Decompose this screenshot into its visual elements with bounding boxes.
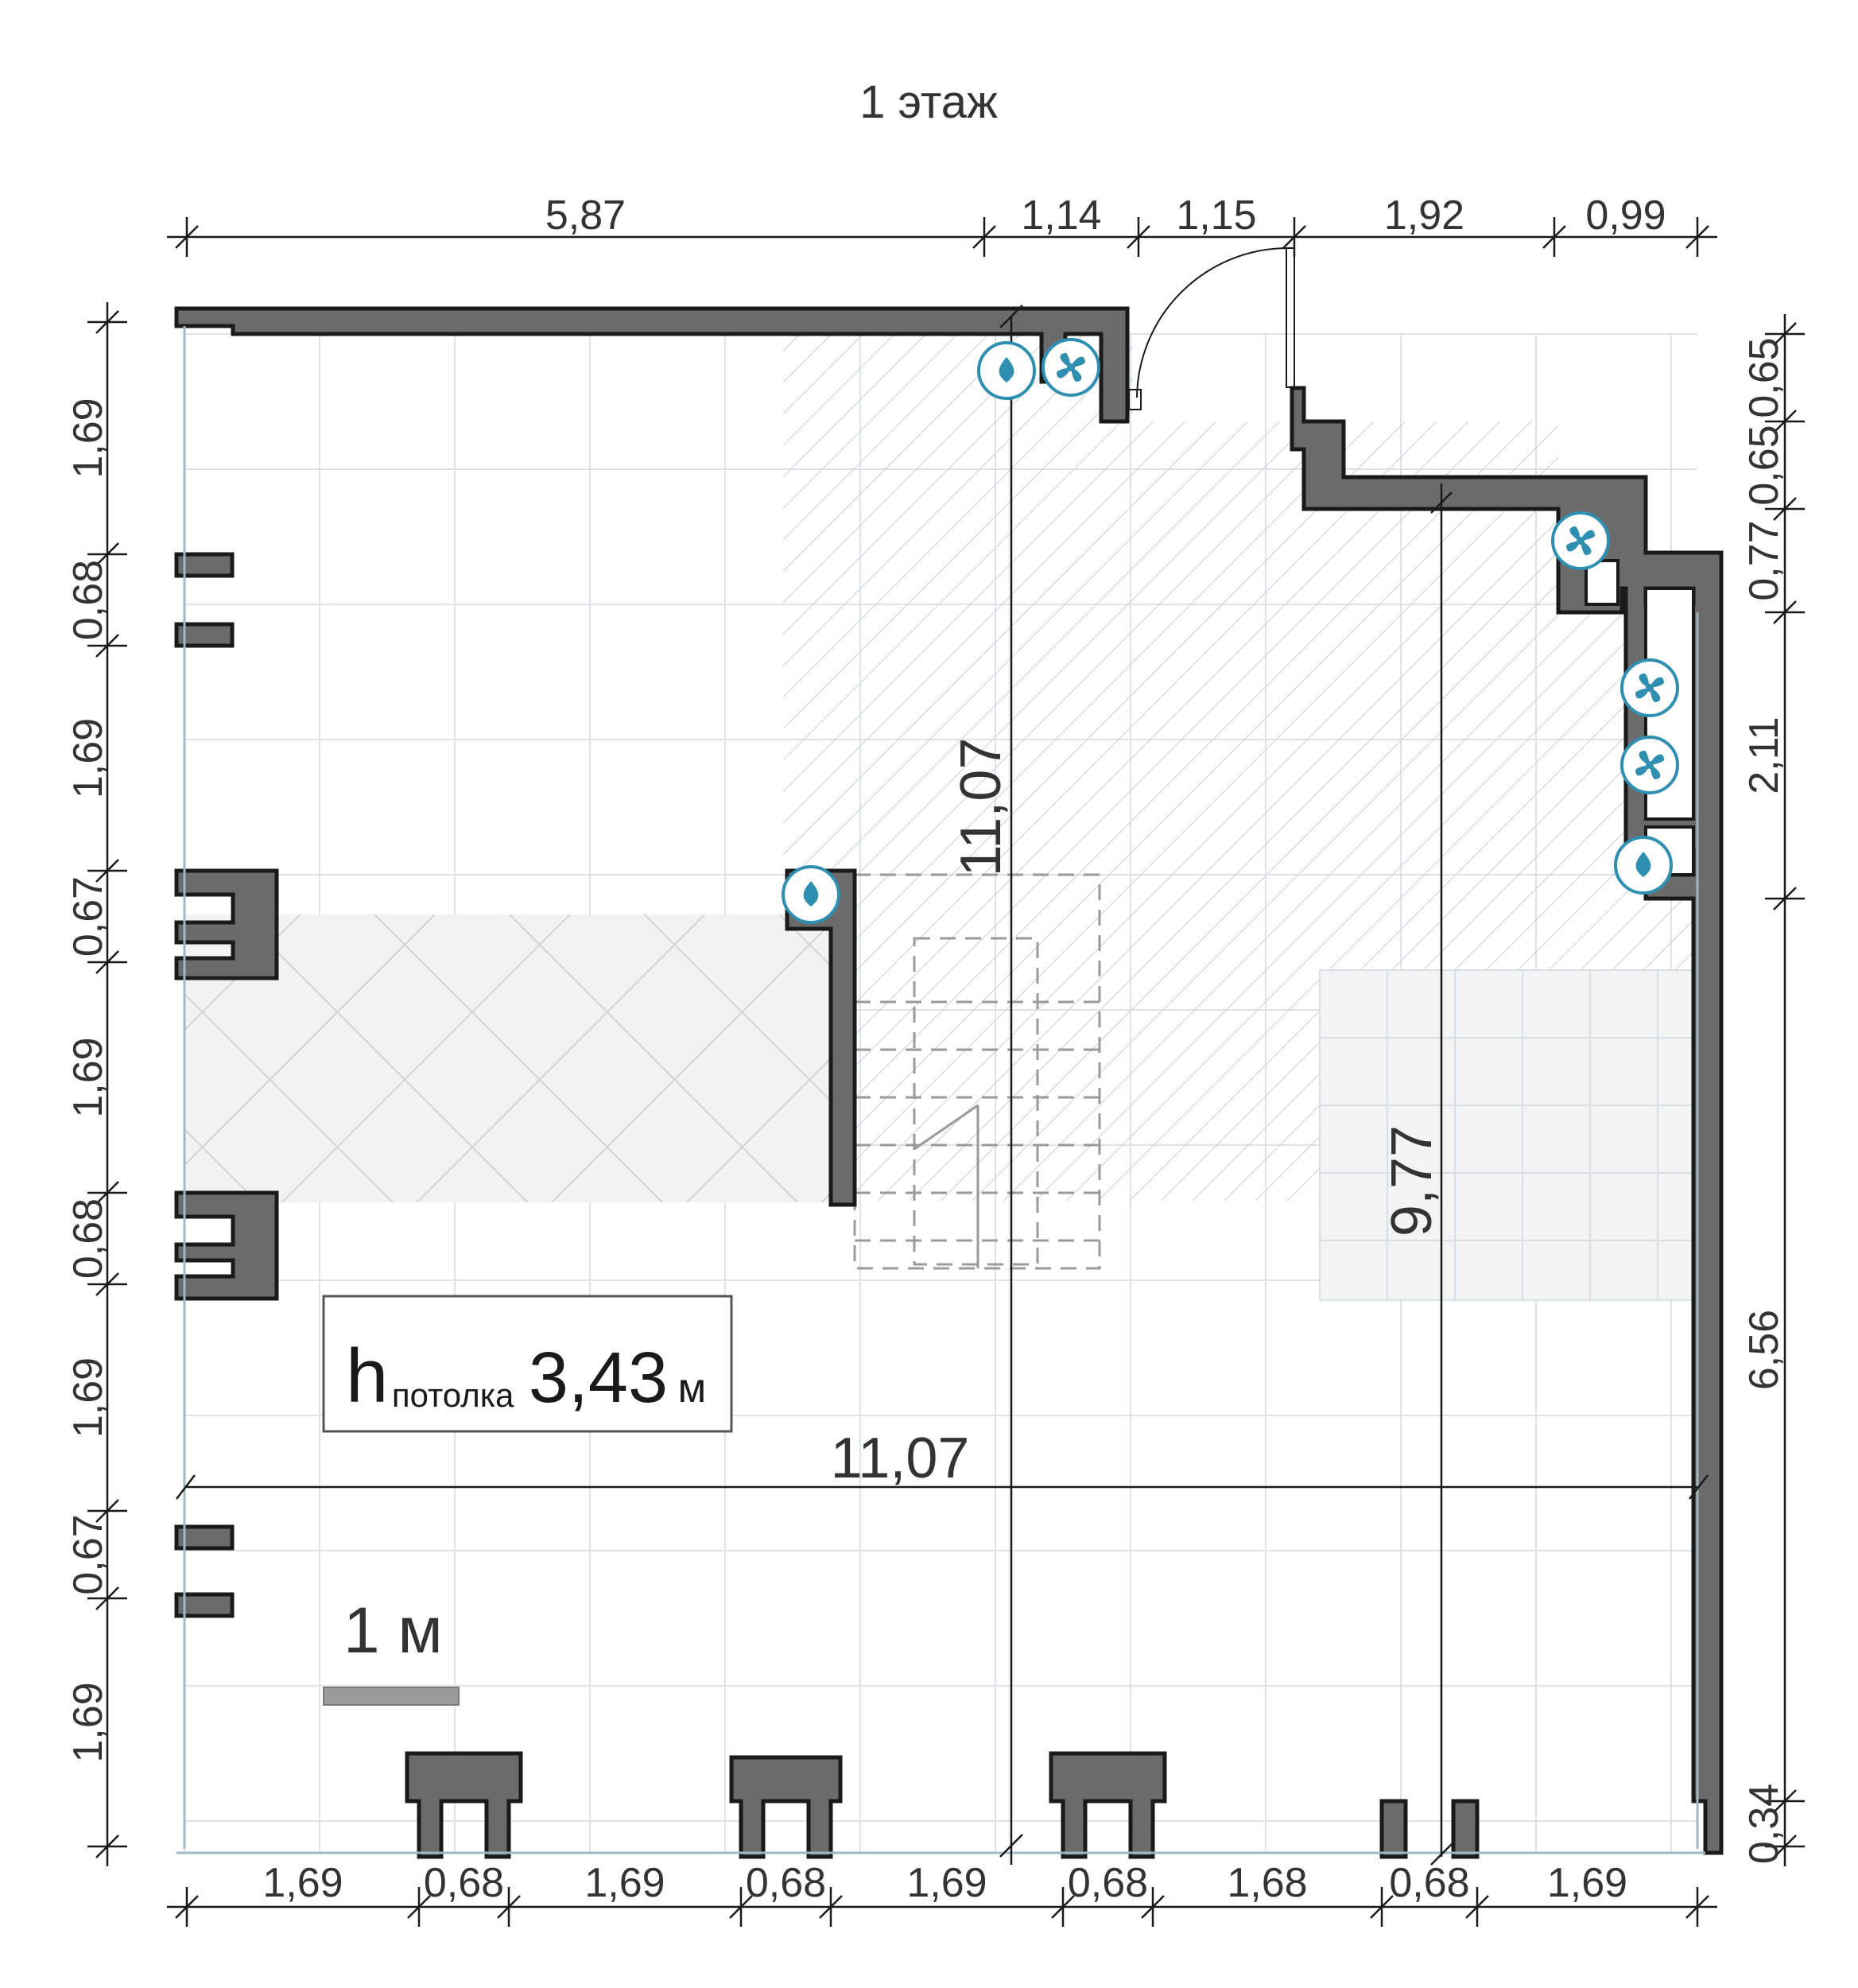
ceiling-height-box: h потолка 3,43 м [322,1295,733,1433]
dimension-labels: 5,87 1,14 1,15 1,92 0,99 1,69 0,68 1,69 0,68 1,69… [65,192,1787,1906]
left-dim-label: 1,69 [65,1357,111,1438]
walls [174,306,1724,1859]
ceiling-word: потолка [392,1376,514,1414]
scale-label: 1 м [343,1594,443,1667]
left-dim-label: 0,68 [65,560,111,640]
left-dim-label: 1,69 [65,1682,111,1762]
right-dim-label: 0,65 [1741,425,1787,505]
dimension-lines [87,217,1805,1927]
right-dim-label: 0,34 [1741,1784,1787,1864]
top-dim-label: 5,87 [545,192,626,239]
inner-height-label: 11,07 [949,738,1013,877]
water-drop-icon [977,341,1036,400]
svg-text:h потолка 3,43: h потолка 3,43 м [346,1334,706,1419]
bottom-dim-label: 0,68 [424,1860,504,1906]
plan-title: 1 этаж [859,76,998,128]
ceiling-value: 3,43 [529,1338,668,1418]
top-dim-label: 1,92 [1384,192,1464,239]
tile-zone [1319,969,1694,1301]
top-dim-label: 1,15 [1176,192,1256,239]
rhomb-zone [184,914,830,1202]
inner-dimension-lines [176,305,1709,1866]
equipment-icons [782,338,1679,924]
bottom-dim-label: 0,68 [1068,1860,1148,1906]
bottom-dim-label: 1,69 [1547,1860,1627,1906]
bottom-dim-label: 0,68 [746,1860,826,1906]
inner-width-label: 11,07 [831,1427,970,1490]
ceiling-unit: м [677,1365,706,1411]
bottom-dim-label: 1,68 [1227,1860,1307,1906]
right-dim-label: 0,65 [1741,337,1787,417]
fan-icon [1551,511,1610,570]
bottom-dim-label: 1,69 [584,1860,665,1906]
left-dim-label: 0,67 [65,1514,111,1594]
left-dim-label: 1,69 [65,398,111,478]
door [1128,247,1295,410]
top-dim-label: 0,99 [1585,192,1666,239]
bottom-dim-label: 1,69 [906,1860,987,1906]
tile-grid [1319,969,1693,1300]
water-drop-icon [782,865,840,924]
top-dim-label: 1,14 [1021,192,1101,239]
glazing [176,326,1705,1854]
right-dim-label: 6,56 [1741,1310,1787,1390]
right-dim-label: 0,77 [1741,520,1787,600]
left-dim-label: 1,69 [65,718,111,798]
bottom-dim-label: 1,69 [262,1860,343,1906]
left-dim-label: 0,68 [65,1198,111,1279]
water-drop-icon [1614,836,1673,895]
left-dim-label: 0,67 [65,876,111,957]
bottom-dim-label: 0,68 [1389,1860,1469,1906]
left-dim-label: 1,69 [65,1037,111,1117]
ceiling-h: h [346,1334,388,1419]
fan-icon [1620,736,1679,794]
fan-icon [1620,658,1679,717]
right-dim-label: 2,11 [1741,716,1787,794]
scale-bar [323,1687,460,1706]
inner-height-right-label: 9,77 [1380,1125,1444,1237]
fan-icon [1041,338,1100,397]
